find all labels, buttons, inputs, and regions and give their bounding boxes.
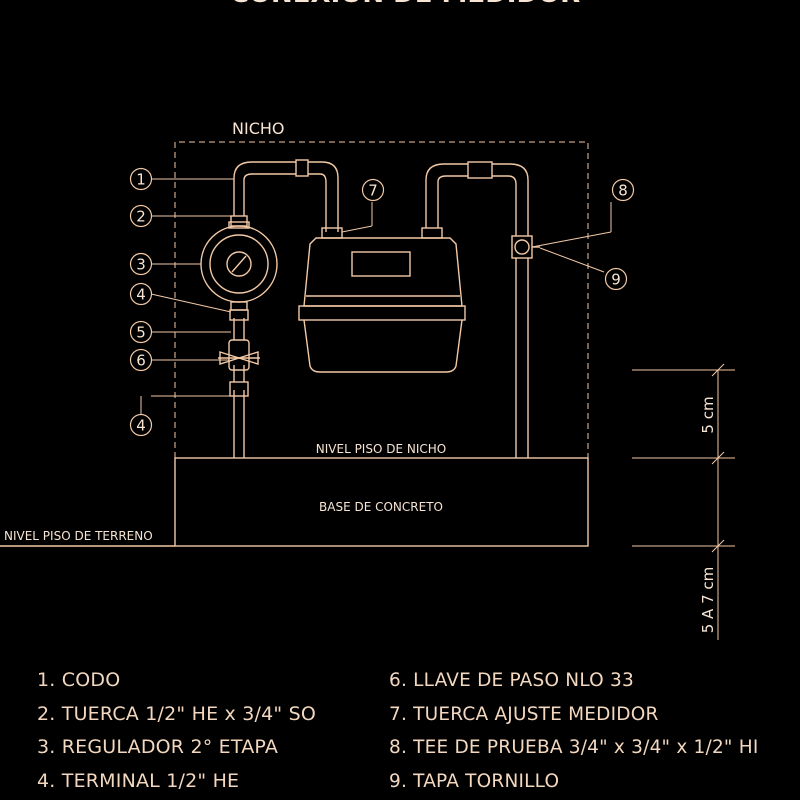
- callout-4a: 4: [129, 282, 153, 306]
- concrete-base-label: BASE DE CONCRETO: [319, 500, 443, 514]
- legend-item: 3. REGULADOR 2° ETAPA: [37, 736, 279, 758]
- niche-floor-label: NIVEL PISO DE NICHO: [316, 442, 446, 456]
- callout-6: 6: [129, 348, 153, 372]
- legend-item: 4. TERMINAL 1/2" HE: [37, 769, 240, 792]
- gas-meter: [298, 237, 466, 373]
- legend-right: 6. LLAVE DE PASO NLO 33 7. TUERCA AJUSTE…: [389, 664, 759, 798]
- svg-text:4: 4: [136, 286, 146, 304]
- callout-5: 5: [129, 320, 153, 344]
- ground-level-label: NIVEL PISO DE TERRENO: [4, 529, 153, 543]
- svg-text:4: 4: [136, 417, 146, 435]
- legend-item: 9. TAPA TORNILLO: [389, 770, 560, 792]
- callout-4b: 4: [129, 413, 153, 437]
- concrete-base: [174, 457, 589, 547]
- svg-text:1: 1: [136, 171, 146, 189]
- callout-9: 9: [604, 267, 628, 291]
- leader-lines: [150, 178, 612, 397]
- callout-8: 8: [611, 178, 635, 202]
- svg-text:5: 5: [136, 324, 146, 342]
- svg-text:3: 3: [136, 256, 146, 274]
- callout-1: 1: [129, 167, 153, 191]
- dimension-lower-label: 5 A 7 cm: [699, 567, 717, 634]
- svg-text:2: 2: [136, 208, 146, 226]
- elbow-pipe: [233, 159, 343, 239]
- legend-item: 6. LLAVE DE PASO NLO 33: [389, 670, 634, 691]
- callout-3: 3: [129, 252, 153, 276]
- outlet-pipe: [421, 161, 540, 458]
- inlet-pipe: [218, 301, 260, 458]
- legend-left: 1. CODO 2. TUERCA 1/2" HE x 3/4" SO 3. R…: [37, 664, 316, 798]
- callout-2: 2: [129, 204, 153, 228]
- svg-text:6: 6: [136, 352, 146, 370]
- legend-item: 8. TEE DE PRUEBA 3/4" x 3/4" x 1/2" HI: [389, 737, 759, 758]
- niche-outline: [174, 141, 589, 458]
- legend-item: 7. TUERCA AJUSTE MEDIDOR: [389, 703, 659, 725]
- svg-text:7: 7: [368, 182, 378, 200]
- niche-label: NICHO: [232, 119, 284, 138]
- drawing-title: CONEXION DE MEDIDOR: [230, 0, 580, 9]
- svg-text:9: 9: [611, 271, 621, 289]
- legend-item: 2. TUERCA 1/2" HE x 3/4" SO: [37, 702, 316, 725]
- legend-item: 1. CODO: [37, 669, 121, 691]
- dimension-lines: [632, 363, 735, 640]
- callout-7: 7: [361, 178, 385, 202]
- dimension-upper-label: 5 cm: [699, 396, 717, 433]
- regulator: [200, 215, 278, 303]
- svg-text:8: 8: [618, 182, 628, 200]
